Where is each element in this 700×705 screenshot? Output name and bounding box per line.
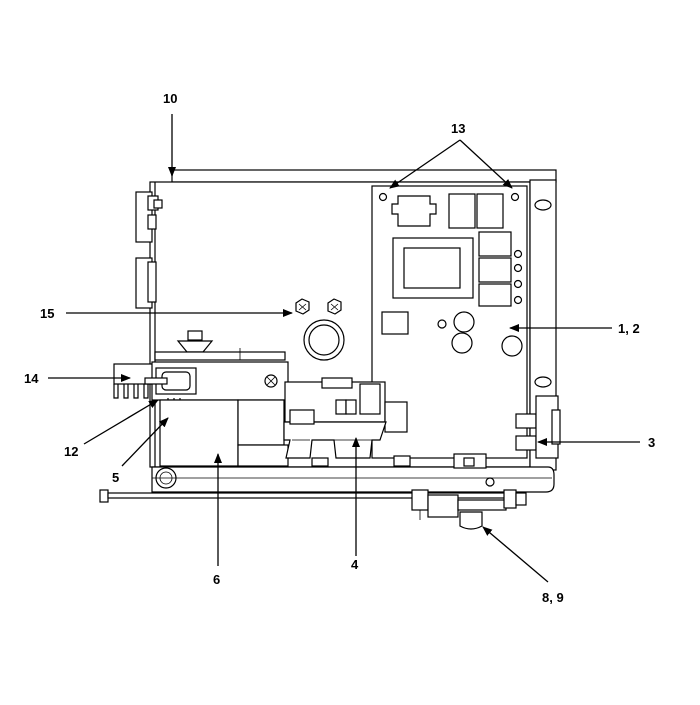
callout-5: 5 [112,470,119,485]
left-brackets [135,191,163,309]
callout-10: 10 [163,91,177,106]
leader-arrows [48,114,640,583]
callout-1-2: 1, 2 [618,321,640,336]
arrow-13a [389,139,461,189]
arrow-13b [459,139,513,189]
board-bracket [453,453,487,469]
gas-valve [283,377,411,467]
mounting-screws [295,298,342,315]
callout-13: 13 [451,121,465,136]
callout-14: 14 [24,371,39,386]
burner-fitting [411,477,527,530]
callout-8-9: 8, 9 [542,590,564,605]
arrow-12 [83,399,159,445]
callout-12: 12 [64,444,78,459]
igniter-assembly [113,330,289,412]
circuit-board [371,185,528,459]
control-box [159,399,289,467]
callout-15: 15 [40,306,54,321]
callout-3: 3 [648,435,655,450]
callout-6: 6 [213,572,220,587]
callout-labels: 10 13 15 1, 2 14 3 12 5 6 4 8, 9 [24,91,655,605]
callout-4: 4 [351,557,359,572]
arrow-5 [121,417,169,467]
panel-port [303,319,345,361]
arrow-8-9 [482,526,549,583]
